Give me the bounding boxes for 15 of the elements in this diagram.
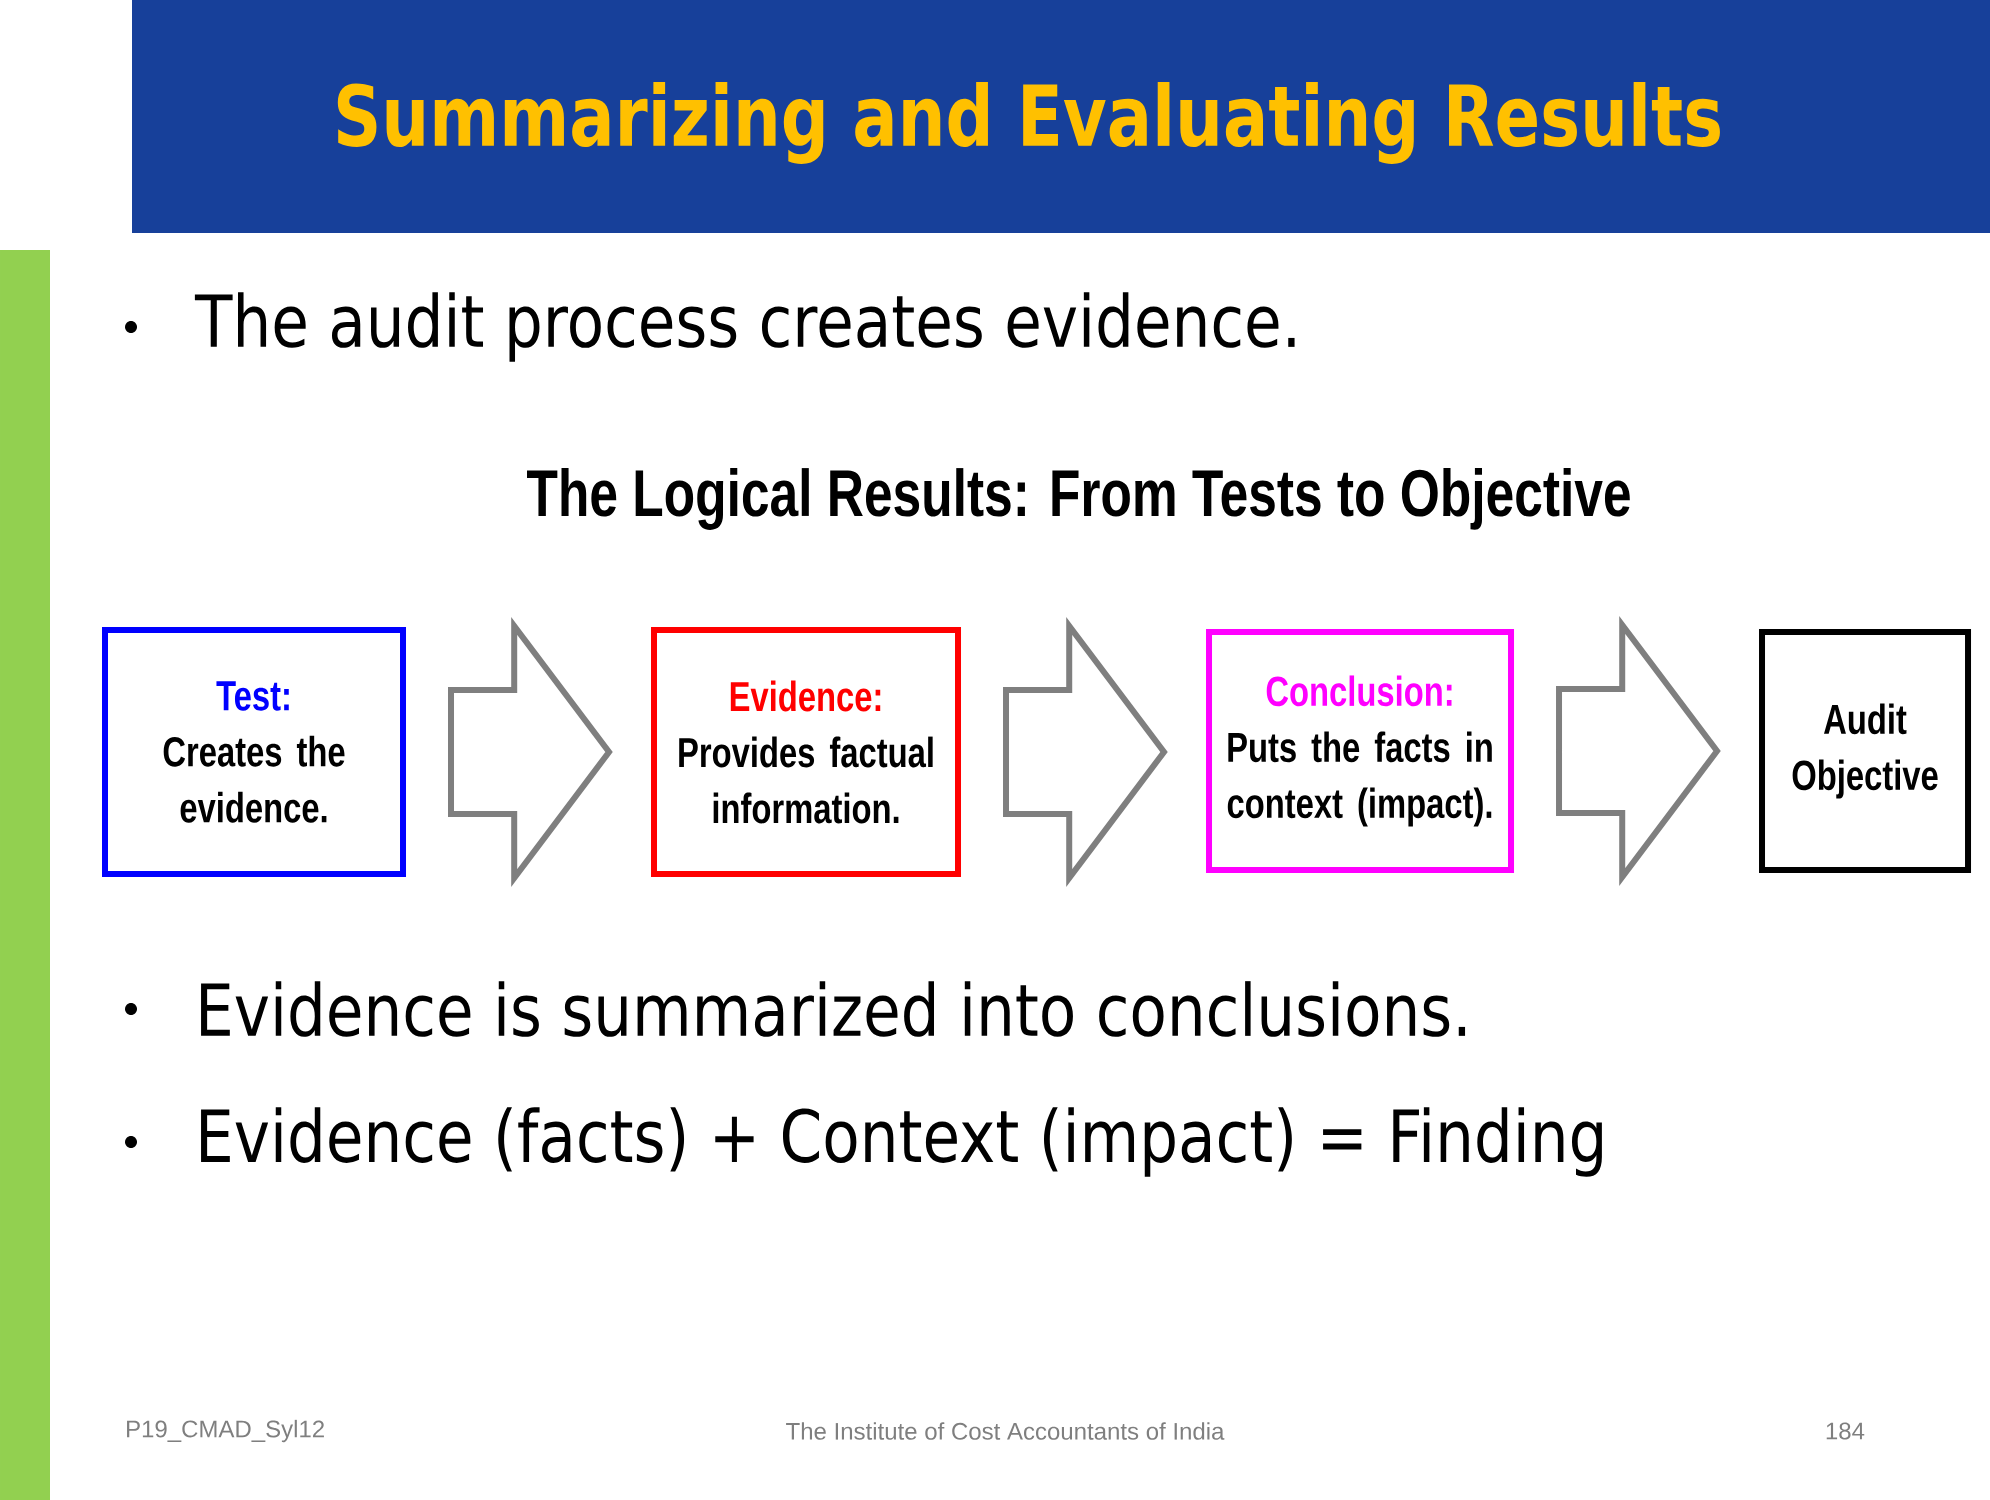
process-box: Test: Creates the evidence. [102, 627, 406, 877]
block-arrow [1556, 616, 1721, 886]
bullet-text: Evidence is summarized into conclusions. [201, 981, 1466, 1037]
footer-text: P19_CMAD_Syl12 [127, 1419, 324, 1443]
block-arrow [448, 617, 613, 887]
footer-text: The Institute of Cost Accountants of India [786, 1422, 1225, 1440]
diagram-heading: The Logical Results: From Tests to Objective [527, 468, 1630, 530]
process-box: Conclusion: Puts the facts in context (impact). [1206, 629, 1514, 873]
process-box: Evidence: Provides factual information. [651, 627, 961, 877]
bullet-text: The audit process creates evidence. [194, 292, 1295, 362]
bullet-text: Evidence (facts) + Context (impact) = Finding [201, 1107, 1602, 1177]
process-box: Audit Objective [1759, 629, 1971, 873]
slide-title: Summarizing and Evaluating Results [337, 82, 1720, 164]
page-number: 184 [1826, 1422, 1865, 1440]
block-arrow [1003, 617, 1168, 887]
